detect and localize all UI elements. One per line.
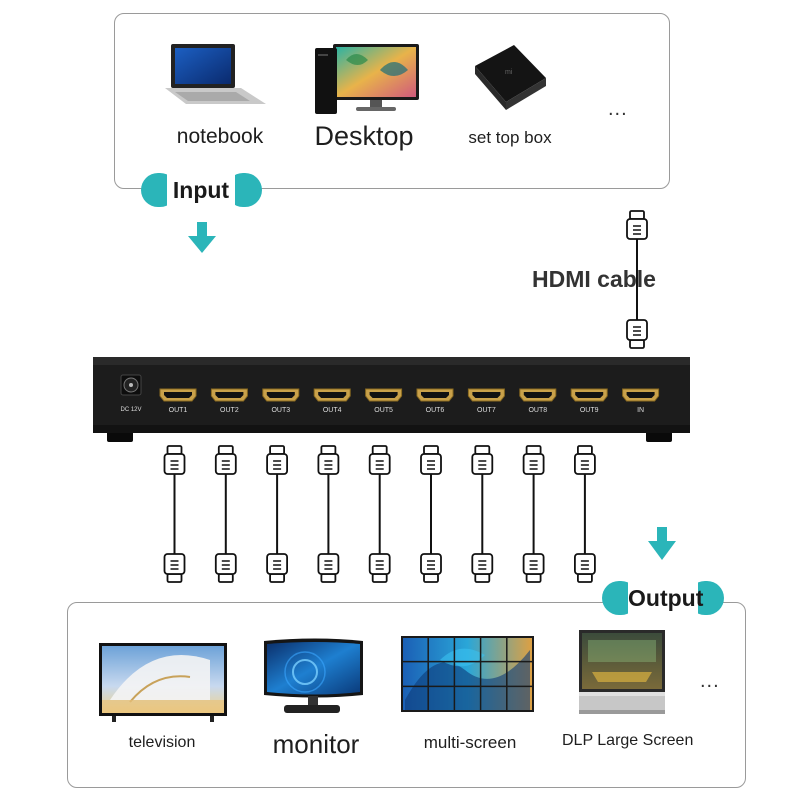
- input-section-label: Input: [167, 173, 235, 207]
- port-label-out9: OUT9: [579, 407, 599, 414]
- more-input-devices: ...: [608, 98, 628, 120]
- port-label-in: IN: [637, 407, 645, 414]
- input-down-arrow: [188, 222, 216, 253]
- hdmi-port-out4: [313, 388, 351, 402]
- port-label-out5: OUT5: [374, 407, 393, 414]
- hdmi-port-out7: [467, 388, 505, 402]
- port-label-out8: OUT8: [528, 407, 548, 414]
- output-section-label: Output: [628, 581, 703, 615]
- hdmi-cable-out3: [266, 445, 289, 583]
- desktop-image: [315, 44, 419, 114]
- hdmi-cable-label: HDMI cable: [532, 266, 656, 292]
- hdmi-cables-output: [163, 445, 596, 583]
- hdmi-cable-out6: [420, 445, 442, 583]
- device-label-dlp-large-screen: DLP Large Screen: [562, 732, 694, 749]
- input-section-pill: Input: [141, 173, 262, 207]
- hdmi-ports: [159, 388, 660, 402]
- output-device-panel: [67, 602, 746, 788]
- hdmi-cable-out7: [471, 445, 494, 583]
- hdmi-cable-input: [626, 210, 648, 349]
- hdmi-port-out5: [365, 388, 403, 402]
- hdmi-cable-out2: [214, 445, 237, 583]
- hdmi-cable-out1: [163, 445, 186, 583]
- hdmi-port-out2: [210, 388, 248, 402]
- hdmi-port-out8: [519, 388, 557, 402]
- power-jack-label: DC 12V: [120, 407, 142, 413]
- hdmi-port-out6: [416, 388, 454, 402]
- device-label-multi-screen: multi-screen: [423, 733, 517, 752]
- svg-text:mi: mi: [505, 69, 513, 76]
- notebook-image: [165, 44, 266, 104]
- device-label-television: television: [128, 734, 196, 751]
- port-label-out3: OUT3: [271, 407, 291, 414]
- output-section-pill: Output: [602, 581, 724, 615]
- output-down-arrow: [648, 527, 676, 560]
- device-label-monitor: monitor: [272, 729, 360, 759]
- port-label-out6: OUT6: [425, 407, 445, 414]
- hdmi-cable-out8: [522, 445, 545, 583]
- port-label-out7: OUT7: [477, 407, 496, 414]
- hdmi-cable-out9: [574, 445, 596, 583]
- set-top-box-image: mi: [475, 45, 546, 110]
- power-jack: [120, 374, 142, 396]
- hdmi-cable-out4: [317, 445, 340, 583]
- device-label-desktop: Desktop: [314, 121, 414, 151]
- hdmi-port-out1: [159, 388, 197, 402]
- hdmi-cable-out5: [368, 445, 391, 583]
- device-label-notebook: notebook: [176, 125, 264, 148]
- hdmi-port-out3: [262, 388, 300, 402]
- hdmi-port-out9: [570, 388, 608, 402]
- port-label-out4: OUT4: [322, 407, 342, 414]
- port-label-out2: OUT2: [220, 407, 239, 414]
- device-label-set-top-box: set top box: [468, 128, 552, 147]
- hdmi-port-in: [622, 388, 660, 402]
- port-label-out1: OUT1: [168, 407, 188, 414]
- more-output-devices: ...: [700, 670, 720, 692]
